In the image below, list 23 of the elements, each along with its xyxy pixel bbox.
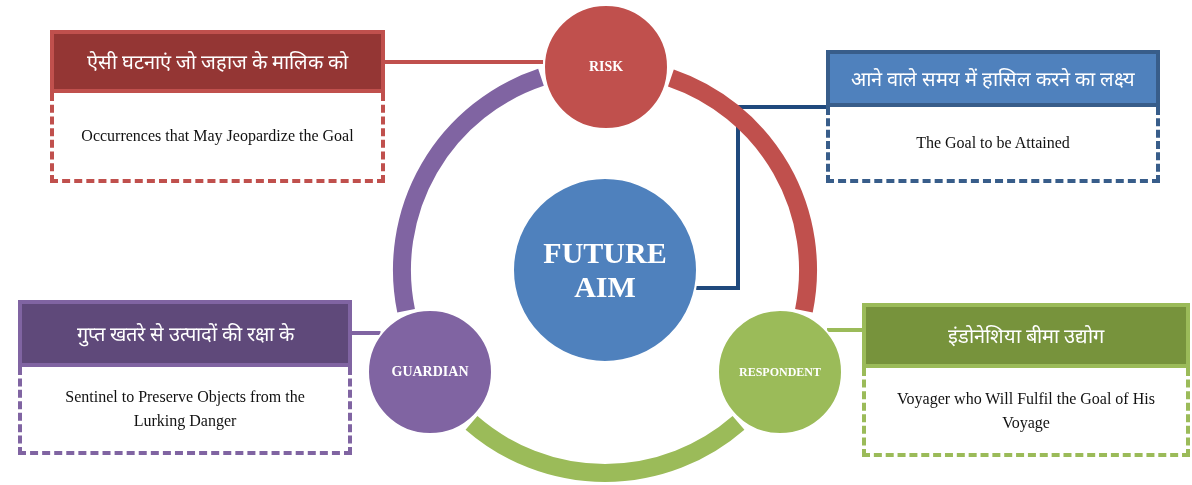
callout-text: Sentinel to Preserve Objects from the Lurking Danger [18, 367, 352, 455]
callout-text: Occurrences that May Jeopardize the Goal [50, 93, 385, 183]
circle-node: RISK [543, 4, 669, 130]
connector-line [385, 60, 544, 64]
ring-arc [667, 69, 817, 313]
connector-line [352, 331, 381, 335]
circle-node: RESPONDENT [717, 309, 843, 435]
connector-line [696, 105, 826, 290]
callout-heading: आने वाले समय में हासिल करने का लक्ष्य [826, 50, 1160, 107]
ring-arc [466, 415, 744, 482]
callout-heading: गुप्त खतरे से उत्पादों की रक्षा के [18, 300, 352, 367]
callout-heading: इंडोनेशिया बीमा उद्योग [862, 303, 1190, 368]
callout-box [18, 300, 352, 455]
ring-arc [393, 68, 545, 313]
callout-box [862, 303, 1190, 457]
circle-node: GUARDIAN [367, 309, 493, 435]
connector-line [827, 328, 862, 332]
callout-box [50, 30, 385, 183]
callout-box [826, 50, 1160, 183]
callout-text: The Goal to be Attained [826, 107, 1160, 183]
callout-heading: ऐसी घटनाएं जो जहाज के मालिक को [50, 30, 385, 93]
circle-node: FUTURE AIM [512, 177, 698, 363]
callout-text: Voyager who Will Fulfil the Goal of His Voyage [862, 368, 1190, 457]
